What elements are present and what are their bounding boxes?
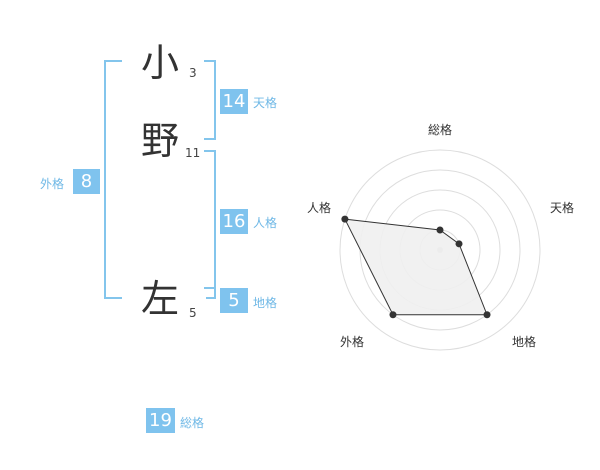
gaikaku-value: 8 [73,169,100,194]
radar-label-chikaku: 地格 [512,334,536,349]
radar-point-3 [389,311,397,319]
chikaku-bracket [206,297,216,299]
radar-axis-labels: 総格 天格 地格 外格 人格 [307,122,574,349]
gaikaku-bracket [104,60,122,299]
radar-label-soukaku: 総格 [428,122,452,137]
soukaku-value: 19 [146,408,175,433]
tenkaku-bracket [204,60,216,140]
radar-label-tenkaku: 天格 [550,200,574,215]
radar-label-jinkaku: 人格 [307,200,331,215]
chikaku-bracket-tick [214,289,216,299]
name-char-2: 野 [141,119,180,163]
radar-point-2 [483,311,491,319]
name-char-3: 左 [141,277,180,321]
gaikaku-label: 外格 [40,177,65,191]
chikaku-label: 地格 [253,296,278,310]
radar-label-gaikaku: 外格 [340,334,364,349]
tenkaku-value: 14 [220,89,248,114]
radar-ring-5 [339,149,541,351]
jinkaku-value: 16 [220,209,248,234]
jinkaku-bracket [204,150,216,289]
name-char-1: 小 [141,41,180,85]
soukaku-label: 総格 [180,416,205,430]
jinkaku-label: 人格 [253,216,278,230]
chikaku-value: 5 [220,288,248,313]
radar-data-points [341,215,491,319]
name-char-3-strokes: 5 [189,306,197,320]
radar-point-0 [436,226,444,234]
name-char-2-strokes: 11 [185,146,201,160]
radar-data-area [344,218,488,316]
tenkaku-label: 天格 [253,96,278,110]
radar-point-4 [341,215,349,223]
name-char-1-strokes: 3 [189,66,197,80]
radar-point-1 [455,240,463,248]
